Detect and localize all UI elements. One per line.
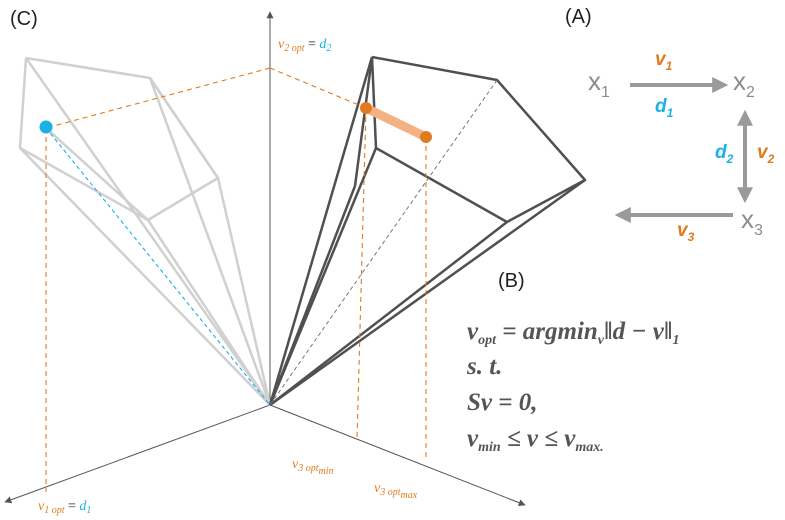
projected-flux-cone: [18, 56, 272, 406]
v3-opt-max-label: v3 optmax: [374, 481, 418, 501]
v3-opt-min-label: v3 optmin: [292, 457, 334, 477]
projection-lines: [45, 67, 427, 492]
blue-projection-line: [45, 127, 271, 406]
v1-axis: [4, 404, 271, 504]
node-x3: x3: [741, 204, 763, 239]
v1-opt-label: v1 opt = d1: [38, 499, 91, 516]
optimization-equation: vopt = argminv‖d − v‖1 s. t. Sv = 0, vmi…: [466, 318, 680, 455]
network-diagram: x1 x2 x3 v1 d1 d2 v2 v3: [588, 49, 775, 244]
cone-hidden-edge: [269, 79, 498, 406]
v3-axis: [269, 404, 526, 506]
flux-cone: [268, 55, 587, 407]
optimal-point-max: [420, 131, 432, 143]
data-point: [39, 120, 53, 134]
v3-network-label: v3: [677, 220, 695, 244]
optimal-flux-segment: [364, 103, 428, 142]
v1-network-label: v1: [655, 49, 673, 73]
panel-a-label: (A): [565, 6, 592, 28]
equation-line-1: vopt = argminv‖d − v‖1: [467, 318, 680, 348]
v2-opt-label: v2 opt = d2: [278, 37, 331, 54]
v2-network-label: v2: [757, 142, 775, 166]
equation-line-4: vmin ≤ v ≤ vmax.: [467, 425, 604, 455]
node-x1: x1: [588, 66, 610, 101]
d1-network-label: d1: [655, 96, 674, 120]
equation-line-2: s. t.: [466, 353, 502, 380]
equation-line-3: Sv = 0,: [467, 389, 538, 416]
axes: [4, 11, 526, 506]
node-x2: x2: [733, 66, 755, 101]
panel-c-label: (C): [10, 8, 38, 30]
panel-b-label: (B): [498, 270, 525, 292]
optimal-point-min: [360, 102, 372, 114]
d2-network-label: d2: [715, 142, 734, 166]
